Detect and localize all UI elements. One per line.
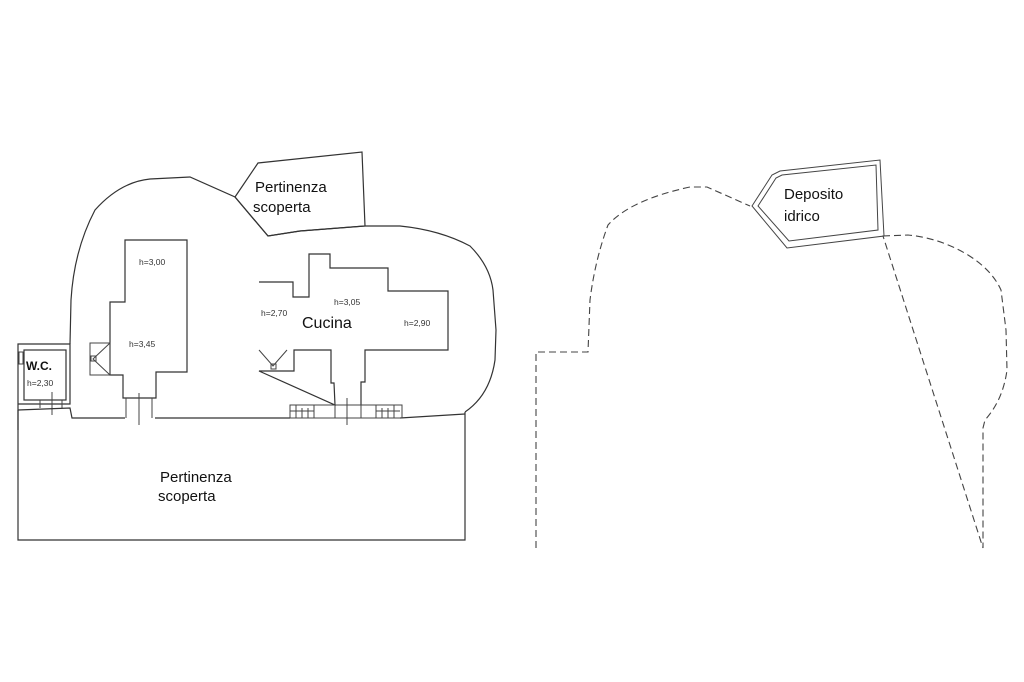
cucina-stair-small-box [270, 363, 277, 370]
height-cucina-right: h=2,90 [404, 318, 431, 328]
height-cucina-left: h=2,70 [261, 308, 288, 318]
outer-boundary [69, 176, 497, 413]
wc-room [23, 349, 67, 401]
top-courtyard-outline [234, 151, 366, 237]
bottom-courtyard-outline [17, 410, 466, 541]
top-courtyard-label-line2: scoperta [253, 199, 311, 216]
left-floor-plan [17, 151, 497, 541]
right-floor-plan [535, 159, 1008, 549]
height-room-top-left: h=3,00 [139, 257, 166, 267]
stair-small-box [90, 355, 97, 362]
stair-diagonals [92, 342, 111, 376]
cucina-threshold-grid [290, 398, 400, 425]
wc-window [18, 351, 24, 365]
left-room [109, 239, 188, 399]
front-wall [17, 407, 466, 419]
cucina-stair-diagonals [258, 349, 288, 367]
wc-label: W.C. [26, 359, 52, 373]
water-tank-outer-wall [751, 159, 885, 249]
wc-door [39, 392, 63, 415]
height-room-mid-left: h=3,45 [129, 339, 156, 349]
stair-niche [89, 342, 111, 376]
left-room-door [125, 393, 153, 425]
wc-outer-wall [17, 343, 71, 430]
dashed-boundary [535, 186, 1008, 549]
height-cucina-center: h=3,05 [334, 297, 361, 307]
height-wc: h=2,30 [27, 378, 54, 388]
bottom-courtyard-label-line2: scoperta [158, 488, 216, 505]
bottom-courtyard-label-line1: Pertinenza [160, 469, 232, 486]
water-tank-label-line2: idrico [784, 208, 820, 225]
cucina-label: Cucina [302, 315, 352, 332]
water-tank-label-line1: Deposito [784, 186, 843, 203]
cucina-room [258, 253, 449, 406]
top-courtyard-label-line1: Pertinenza [255, 179, 327, 196]
water-tank-inner-wall [757, 164, 879, 242]
